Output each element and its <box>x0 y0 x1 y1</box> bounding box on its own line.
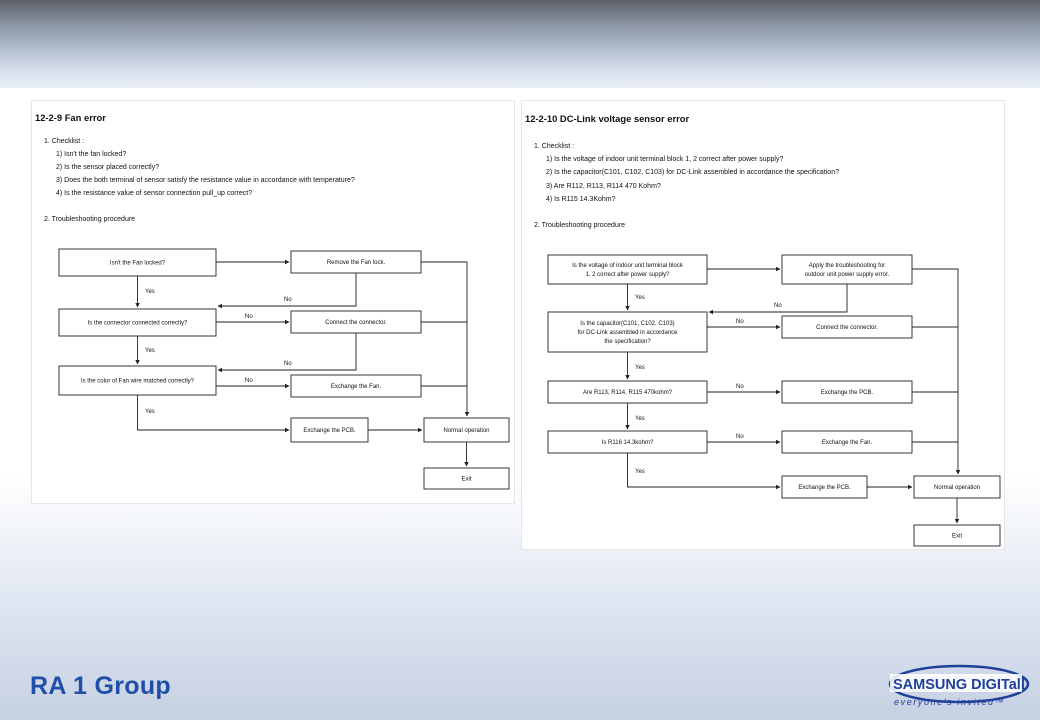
group-label: RA 1 Group <box>30 672 171 700</box>
step-label: Exchange the Fan. <box>822 440 873 446</box>
step-box-connector <box>58 308 217 337</box>
step-label: Is the capacitor(C101, C102, C103) <box>580 321 674 327</box>
step-label: the specification? <box>604 339 651 345</box>
section-title: 12-2-9 Fan error <box>35 112 106 123</box>
procedure-heading: 2. Troubleshooting procedure <box>44 216 135 223</box>
flow-arrow <box>421 261 470 417</box>
step-box-outdoor-power <box>781 254 913 285</box>
yes-label: Yes <box>635 416 645 422</box>
fan-error-flowchart: 12-2-9 Fan error 1. Checklist : 1) Isn't… <box>35 112 510 490</box>
yes-label: Yes <box>635 365 645 371</box>
checklist-item: 3) Are R112, R113, R114 470 Kohm? <box>546 183 661 190</box>
yes-label: Yes <box>145 289 155 295</box>
no-label: No <box>245 378 253 384</box>
yes-label: Yes <box>145 409 155 415</box>
step-box-exit <box>423 467 510 490</box>
flow-arrow <box>708 284 848 315</box>
step-label: Is the color of Fan wire matched correct… <box>81 379 195 385</box>
step-label: Is the voltage of indoor unit terminal b… <box>572 263 684 269</box>
step-box-exit <box>913 524 1001 547</box>
step-label: Connect the connector. <box>325 320 387 326</box>
yes-label: Yes <box>635 295 645 301</box>
checklist-heading: 1. Checklist : <box>44 138 84 145</box>
yes-label: Yes <box>145 348 155 354</box>
step-label: Exchange the Fan. <box>331 384 382 390</box>
step-label: Remove the Fan lock. <box>327 260 386 266</box>
step-label: Connect the connector. <box>816 325 878 331</box>
step-box-exchange-pcb <box>290 417 369 443</box>
section-title: 12-2-10 DC-Link voltage sensor error <box>525 113 689 124</box>
step-label: Exit <box>461 477 471 483</box>
no-label: No <box>774 303 782 309</box>
step-label: Normal operation <box>934 485 980 491</box>
flow-arrow <box>217 333 357 373</box>
no-label: No <box>736 384 744 390</box>
checklist-item: 3) Does the both terminal of sensor sati… <box>56 177 355 184</box>
step-box-fan-locked <box>58 248 217 277</box>
checklist-heading: 1. Checklist : <box>534 143 574 150</box>
flow-arrow <box>627 453 781 490</box>
checklist-item: 2) Is the sensor placed correctly? <box>56 164 159 171</box>
yes-label: Yes <box>635 469 645 475</box>
checklist-item: 4) Is the resistance value of sensor con… <box>56 190 252 197</box>
samsung-logo: SAMSUNG DIGITall everyone's invited™ <box>888 664 1030 707</box>
fan-error-panel: 12-2-9 Fan error 1. Checklist : 1) Isn't… <box>32 101 514 503</box>
step-label: Exchange the PCB. <box>798 485 851 491</box>
checklist-item: 4) Is R115 14.3Kohm? <box>546 196 616 203</box>
step-label: Are R113, R114, R115 470kohm? <box>583 390 673 396</box>
no-label: No <box>284 361 292 367</box>
dc-link-error-panel: 12-2-10 DC-Link voltage sensor error 1. … <box>522 101 1004 549</box>
logo-wordmark: SAMSUNG DIGITall <box>893 677 1025 693</box>
step-label: outdoor unit power supply error. <box>805 272 890 278</box>
no-label: No <box>736 434 744 440</box>
dc-link-error-flowchart: 12-2-10 DC-Link voltage sensor error 1. … <box>525 113 1001 547</box>
step-label: Exit <box>952 534 962 540</box>
step-label: for DC-Link assembled in accordance <box>577 330 678 336</box>
step-label: Isn't the Fan locked? <box>110 261 166 267</box>
step-label: Exchange the PCB. <box>303 428 356 434</box>
logo-tagline: everyone's invited™ <box>894 697 1005 707</box>
step-label: Apply the troubleshooting for <box>809 263 885 269</box>
step-label: 1, 2 correct after power supply? <box>585 272 670 278</box>
procedure-heading: 2. Troubleshooting procedure <box>534 222 625 229</box>
step-box-wire-color <box>58 365 217 396</box>
no-label: No <box>245 314 253 320</box>
flow-arrow <box>137 395 290 433</box>
header-gradient-bar <box>0 0 1040 88</box>
no-label: No <box>284 297 292 303</box>
flow-arrow <box>912 268 961 475</box>
flow-arrow <box>217 273 357 309</box>
checklist-item: 2) Is the capacitor(C101, C102, C103) fo… <box>546 169 839 176</box>
no-label: No <box>736 319 744 325</box>
step-box-capacitor <box>547 311 708 353</box>
step-label: Is R116 14.3kohm? <box>602 440 654 446</box>
checklist-item: 1) Isn't the fan locked? <box>56 151 126 158</box>
step-label: Normal operation <box>443 428 489 434</box>
step-label: Exchange the PCB. <box>821 390 874 396</box>
checklist-item: 1) Is the voltage of indoor unit termina… <box>546 156 783 163</box>
step-label: Is the connector connected correctly? <box>88 321 188 327</box>
step-box-terminal-voltage <box>547 254 708 285</box>
